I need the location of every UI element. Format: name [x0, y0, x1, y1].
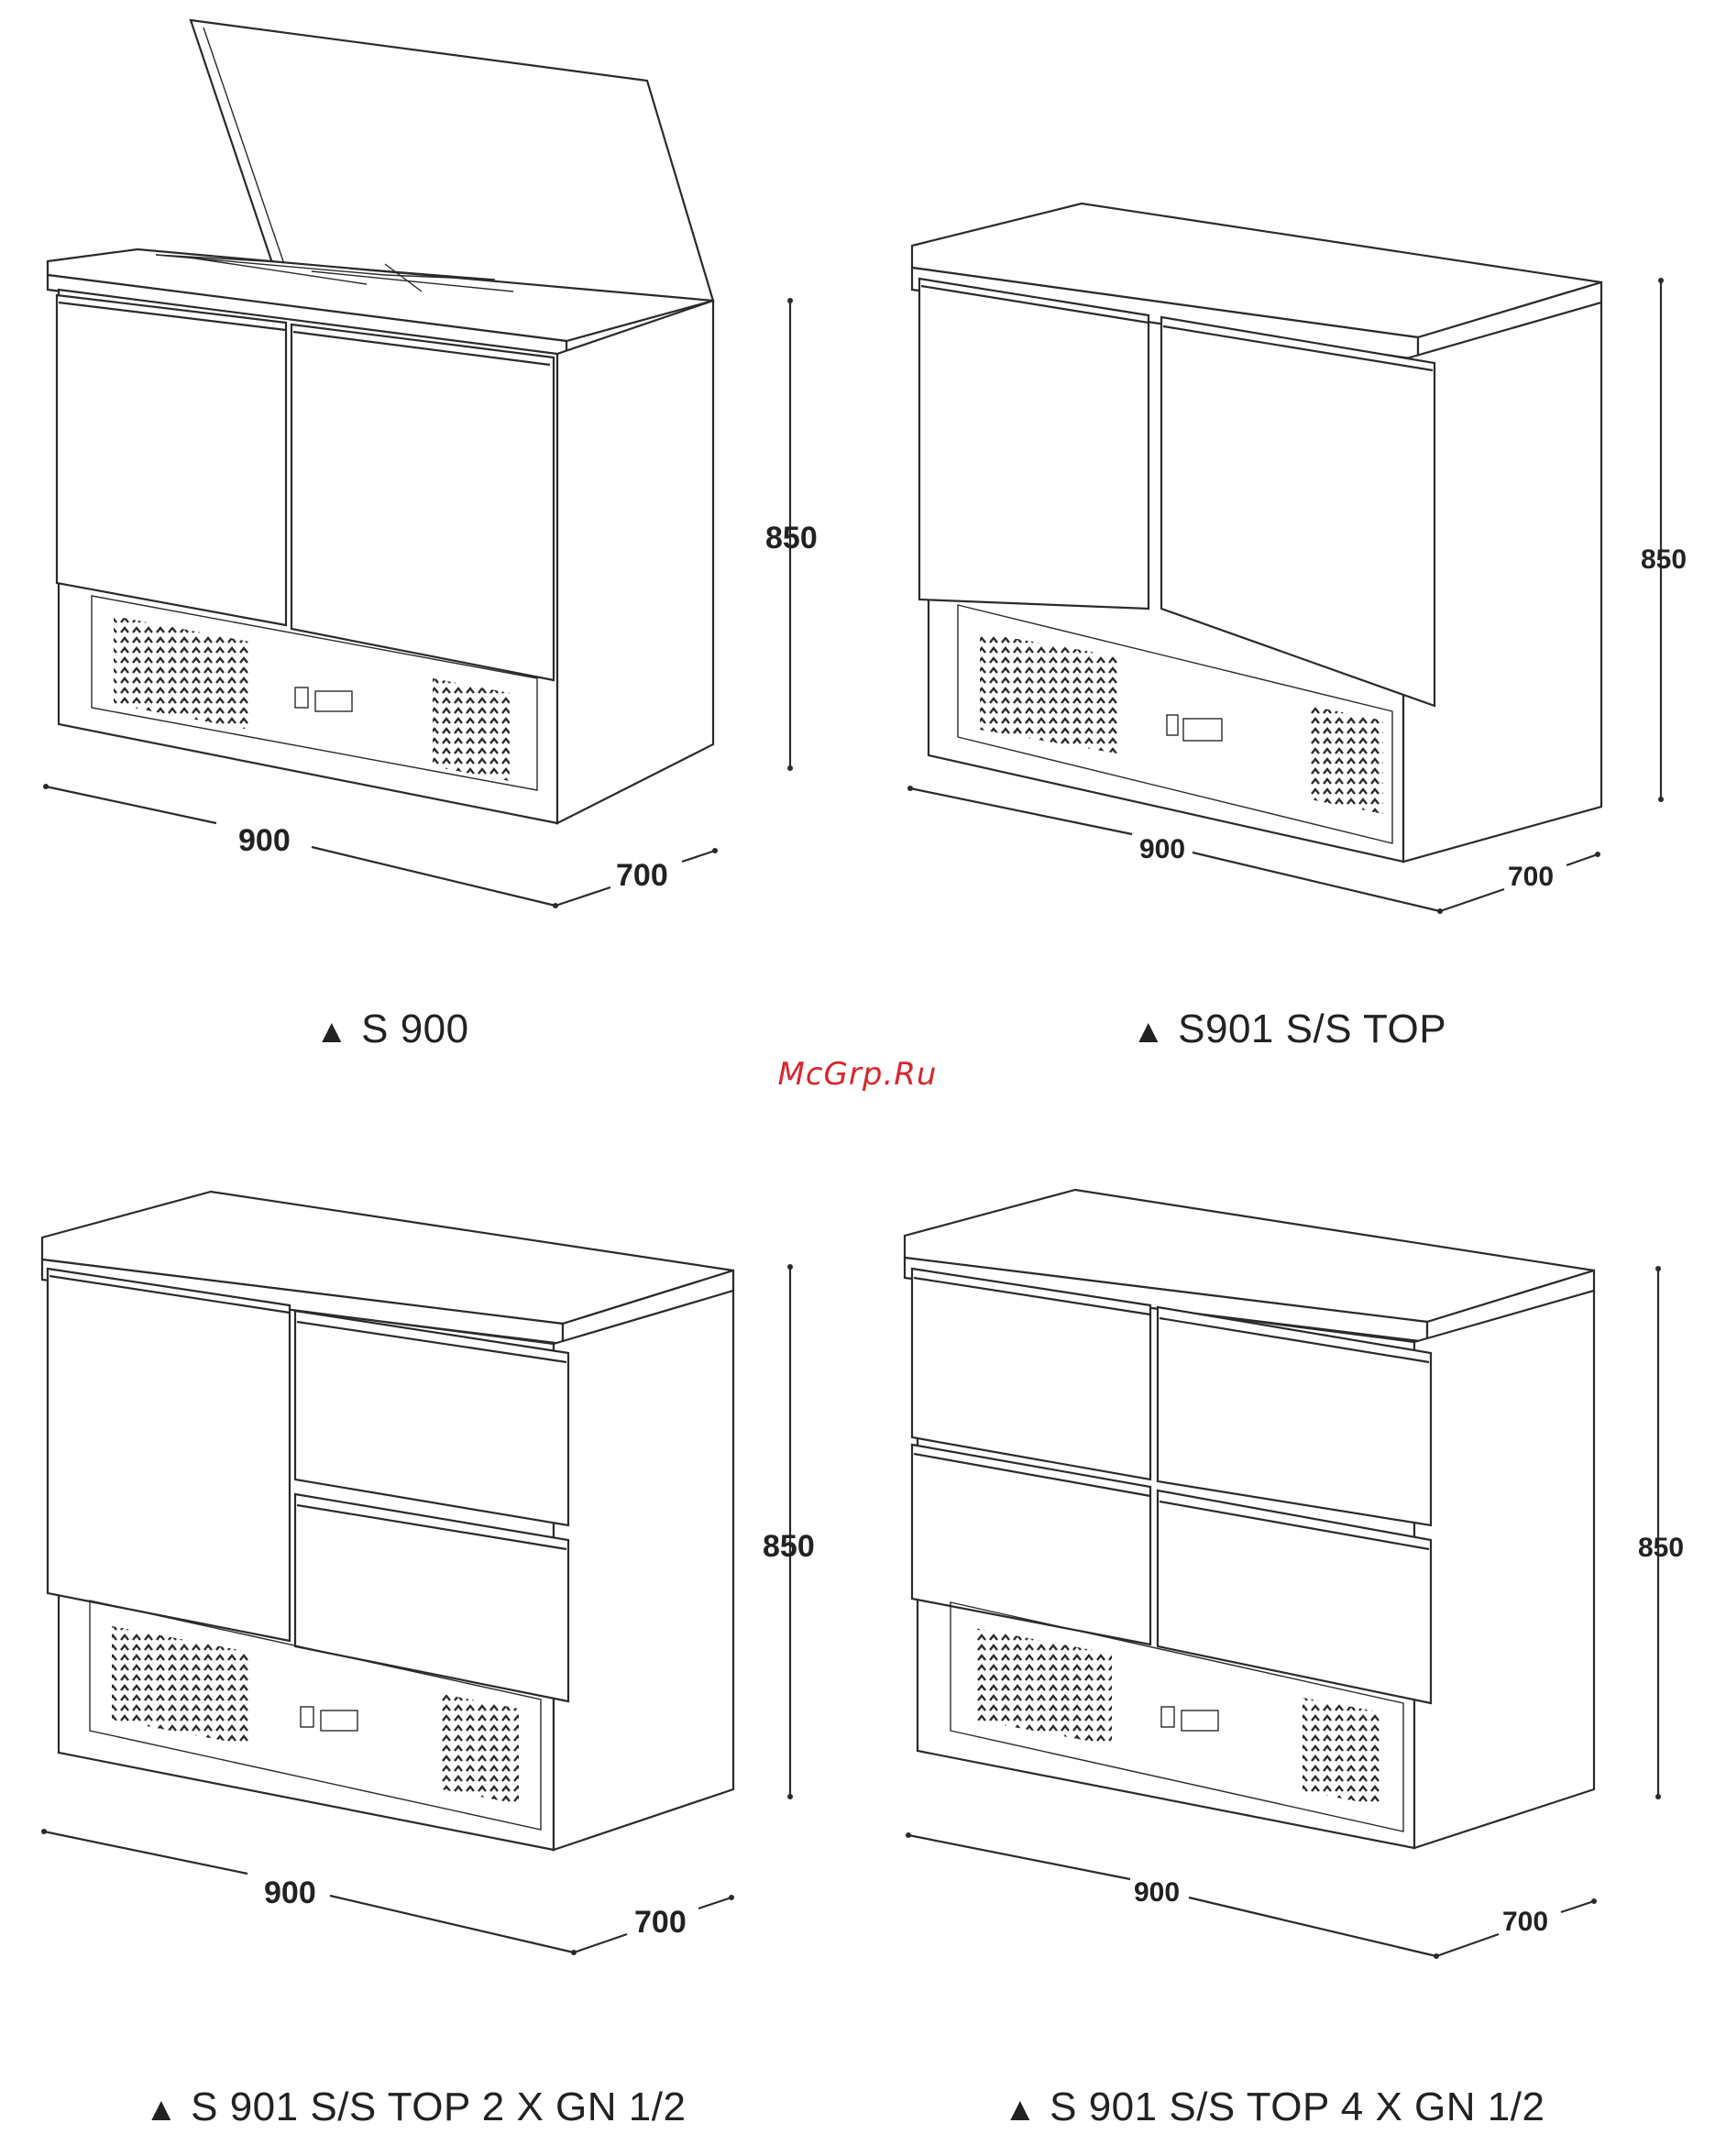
open-lid [191, 20, 713, 301]
product-caption: ▲S901 S/S TOP [1132, 1006, 1446, 1052]
triangle-icon: ▲ [145, 2090, 178, 2128]
width-label: 900 [1134, 1877, 1180, 1908]
height-label: 850 [763, 1529, 815, 1564]
watermark: McGrp.Ru [0, 1056, 1715, 1093]
s900-drawing: 850 900 700 [0, 0, 857, 1078]
door-left [48, 1269, 290, 1641]
product-caption: ▲S 900 [315, 1006, 469, 1052]
door-left [57, 295, 286, 625]
s901-4gn-drawing: 850 900 700 [857, 1078, 1714, 2156]
door-right [291, 324, 554, 680]
vent-grille [433, 678, 510, 781]
triangle-icon: ▲ [1004, 2090, 1037, 2128]
triangle-icon: ▲ [315, 1012, 348, 1050]
product-panel-s901-4gn: 850 900 700 ▲S 901 S/S TOP 4 X GN 1/2 [857, 1078, 1714, 2156]
product-panel-s900: 850 900 700 ▲S 900 [0, 0, 857, 1078]
height-label: 850 [765, 521, 818, 556]
vent-grille [1310, 706, 1383, 814]
depth-label: 700 [634, 1905, 687, 1940]
product-panel-s901: 850 900 700 ▲S901 S/S TOP [857, 0, 1714, 1078]
product-panel-s901-2gn: 850 900 700 ▲S 901 S/S TOP 2 X GN 1/2 [0, 1078, 857, 2156]
depth-label: 700 [616, 858, 668, 893]
height-label: 850 [1641, 544, 1687, 575]
product-caption: ▲S 901 S/S TOP 4 X GN 1/2 [1004, 2084, 1545, 2130]
triangle-icon: ▲ [1132, 1012, 1165, 1050]
vent-grille [442, 1694, 519, 1804]
depth-label: 700 [1508, 862, 1554, 892]
product-caption: ▲S 901 S/S TOP 2 X GN 1/2 [145, 2084, 686, 2130]
depth-label: 700 [1502, 1907, 1548, 1937]
width-label: 900 [264, 1876, 316, 1910]
vent-grille [1303, 1698, 1381, 1806]
width-label: 900 [1139, 834, 1185, 864]
width-label: 900 [238, 823, 291, 858]
door-left [919, 279, 1149, 609]
height-label: 850 [1638, 1533, 1684, 1563]
s901-drawing: 850 900 700 [857, 0, 1714, 1078]
s901-2gn-drawing: 850 900 700 [0, 1078, 857, 2156]
